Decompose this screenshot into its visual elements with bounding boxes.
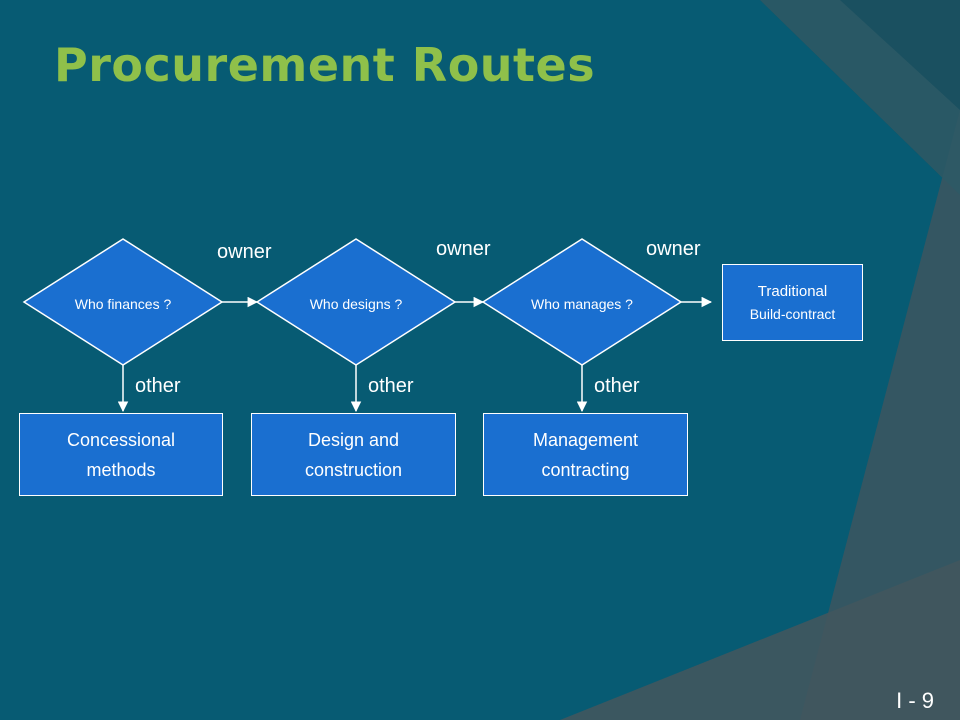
other-label-designs: other xyxy=(368,375,414,397)
other-label-manages: other xyxy=(594,375,640,397)
outcome-line1: Design and xyxy=(307,429,400,450)
outcome-line1: Traditional xyxy=(757,282,828,300)
outcome-box-concessional: Concessional methods xyxy=(19,413,223,496)
decor-panel-bottom xyxy=(560,560,960,720)
outcome-box-design-construction: Design and construction xyxy=(251,413,456,496)
decor-panel-right xyxy=(800,110,960,720)
decision-text-manages: Who manages ? xyxy=(531,296,633,312)
outcome-box-traditional: Traditional Build-contract xyxy=(722,264,863,341)
decor-panel-mid xyxy=(760,0,960,195)
outcome-line1: Concessional xyxy=(66,429,176,450)
page-number: I - 9 xyxy=(896,688,934,713)
other-label-finances: other xyxy=(135,375,181,397)
outcome-box-management: Management contracting xyxy=(483,413,688,496)
outcome-line2: methods xyxy=(86,459,156,480)
outcome-line2: contracting xyxy=(541,459,630,480)
owner-label-finances: owner xyxy=(217,241,272,263)
decision-text-designs: Who designs ? xyxy=(309,296,403,312)
outcome-line1: Management xyxy=(532,429,639,450)
decision-text-finances: Who finances ? xyxy=(74,296,172,312)
slide-title: Procurement Routes xyxy=(54,38,596,92)
owner-label-designs: owner xyxy=(436,238,491,260)
outcome-line2: Build-contract xyxy=(749,305,836,322)
outcome-line2: construction xyxy=(304,459,403,480)
owner-label-manages: owner xyxy=(646,238,701,260)
